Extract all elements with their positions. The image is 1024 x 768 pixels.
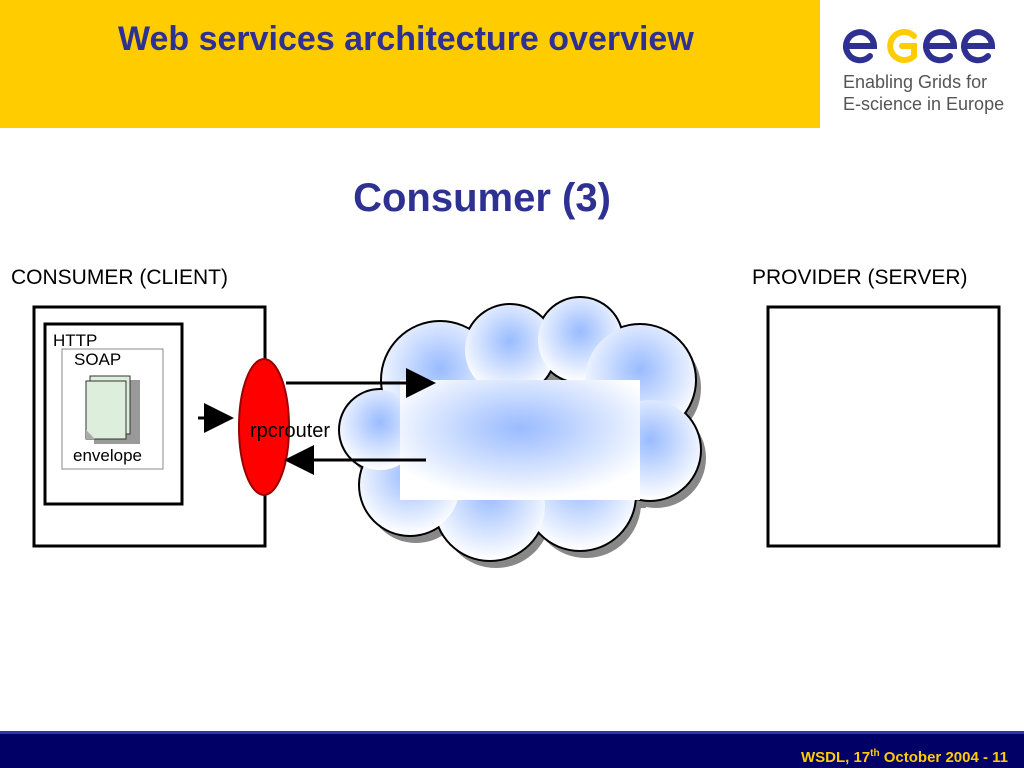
consumer-label: CONSUMER (CLIENT) [11, 266, 229, 289]
provider-box [766, 305, 1001, 548]
footer-text-suffix: October 2004 - 11 [879, 749, 1008, 766]
footer-text: WSDL, 17th October 2004 - 11 [801, 748, 1008, 766]
rpcrouter-label: rpcrouter [250, 420, 331, 442]
slide-title: Consumer (3) [353, 176, 611, 220]
footer-text-sup: th [870, 748, 880, 759]
egee-logo: Enabling Grids for E-science in Europe [840, 18, 1010, 118]
logo-tagline-1: Enabling Grids for [843, 72, 988, 92]
header-title: Web services architecture overview [118, 20, 694, 58]
footer-bar: WSDL, 17th October 2004 - 11 [0, 731, 1024, 768]
rpcrouter-ellipse [238, 358, 290, 496]
document-stack-icon [85, 375, 140, 444]
soap-label: SOAP [74, 350, 122, 369]
provider-label: PROVIDER (SERVER) [752, 266, 968, 289]
architecture-diagram [32, 296, 1001, 568]
header-bar: Web services architecture overview [0, 0, 820, 128]
http-label: HTTP [53, 331, 98, 350]
envelope-label: envelope [73, 446, 143, 465]
footer-text-prefix: WSDL, 17 [800, 749, 871, 766]
logo-tagline-2: E-science in Europe [843, 94, 1005, 114]
egee-wordmark-icon [843, 29, 996, 64]
